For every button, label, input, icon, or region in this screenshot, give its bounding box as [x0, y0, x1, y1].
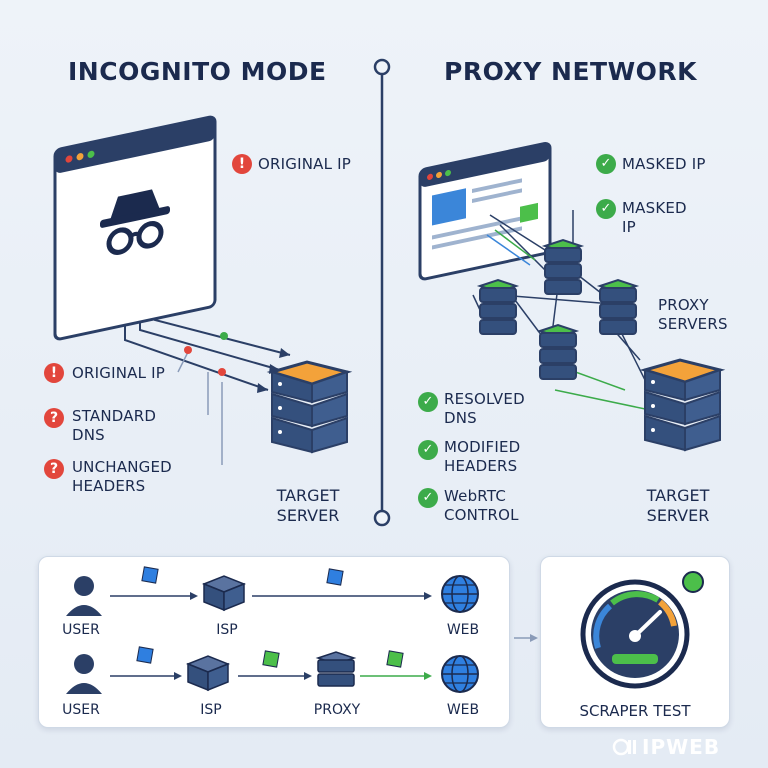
- user-icon: [66, 654, 102, 694]
- left-item-original-ip: ORIGINAL IP: [72, 364, 165, 382]
- flow-row2-web: WEB: [446, 702, 480, 718]
- proxy-browser-window: [418, 141, 552, 281]
- cube-icon: [136, 646, 154, 664]
- flow-row2-proxy: PROXY: [313, 702, 361, 718]
- proxy-title: PROXY NETWORK: [444, 57, 698, 86]
- check-icon: ✓: [596, 199, 616, 219]
- globe-icon: [441, 575, 479, 613]
- proxy-server-node: [596, 278, 640, 335]
- server-icon: [185, 655, 231, 692]
- proxy-server-node: [476, 278, 520, 335]
- alert-icon: !: [44, 363, 64, 383]
- scraper-test-label: SCRAPER TEST: [579, 702, 691, 720]
- cube-icon: [386, 650, 404, 668]
- right-top-masked-ip-1: MASKED IP: [622, 155, 706, 173]
- left-target-server-label: TARGET SERVER: [276, 486, 340, 525]
- right-target-server: [639, 358, 726, 452]
- right-target-server-label: TARGET SERVER: [646, 486, 710, 525]
- proxy-server-node: [541, 238, 585, 295]
- proxy-server-node: [536, 323, 580, 380]
- check-icon: ✓: [418, 392, 438, 412]
- incognito-title: INCOGNITO MODE: [68, 57, 327, 86]
- proxy-diagram: [418, 141, 726, 452]
- alert-icon: ?: [44, 459, 64, 479]
- check-icon: ✓: [418, 488, 438, 508]
- cube-icon: [141, 566, 159, 584]
- flow-row2-user: USER: [62, 702, 100, 718]
- gauge-icon: [580, 571, 704, 689]
- alert-icon: ?: [44, 408, 64, 428]
- left-item-standard-dns: STANDARD DNS: [72, 407, 157, 444]
- brand-logo-icon: [612, 736, 638, 758]
- proxy-servers-label: PROXY SERVERS: [658, 296, 728, 333]
- check-icon: ✓: [596, 154, 616, 174]
- browser-ip-label: ORIGINAL IP: [258, 155, 351, 173]
- flow-row1-isp: ISP: [216, 622, 238, 638]
- right-item-resolved-dns: RESOLVED DNS: [444, 390, 525, 427]
- alert-icon: !: [232, 154, 252, 174]
- incognito-diagram: [53, 115, 353, 465]
- incognito-icon: [100, 189, 170, 255]
- left-item-unchanged-headers: UNCHANGED HEADERS: [72, 458, 172, 495]
- flow-row1-user: USER: [62, 622, 100, 638]
- right-item-webrtc-control: WebRTC CONTROL: [444, 487, 519, 524]
- brand-name: IPWEB: [642, 735, 721, 759]
- server-icon: [315, 651, 357, 687]
- flow-row2-isp: ISP: [200, 702, 222, 718]
- center-divider: [373, 58, 391, 527]
- flow-panel: [38, 556, 510, 728]
- cube-icon: [326, 568, 344, 586]
- globe-icon: [441, 655, 479, 693]
- flow-row1-web: WEB: [446, 622, 480, 638]
- user-icon: [66, 576, 102, 616]
- incognito-browser-window: [53, 115, 217, 341]
- right-item-modified-headers: MODIFIED HEADERS: [444, 438, 521, 475]
- server-icon: [201, 575, 247, 612]
- panel-arrow: [514, 634, 538, 642]
- cube-icon: [262, 650, 280, 668]
- right-top-masked-ip-2: MASKED IP: [622, 199, 687, 236]
- left-target-server: [266, 360, 353, 454]
- flow-diagram: [66, 566, 479, 694]
- check-icon: ✓: [418, 440, 438, 460]
